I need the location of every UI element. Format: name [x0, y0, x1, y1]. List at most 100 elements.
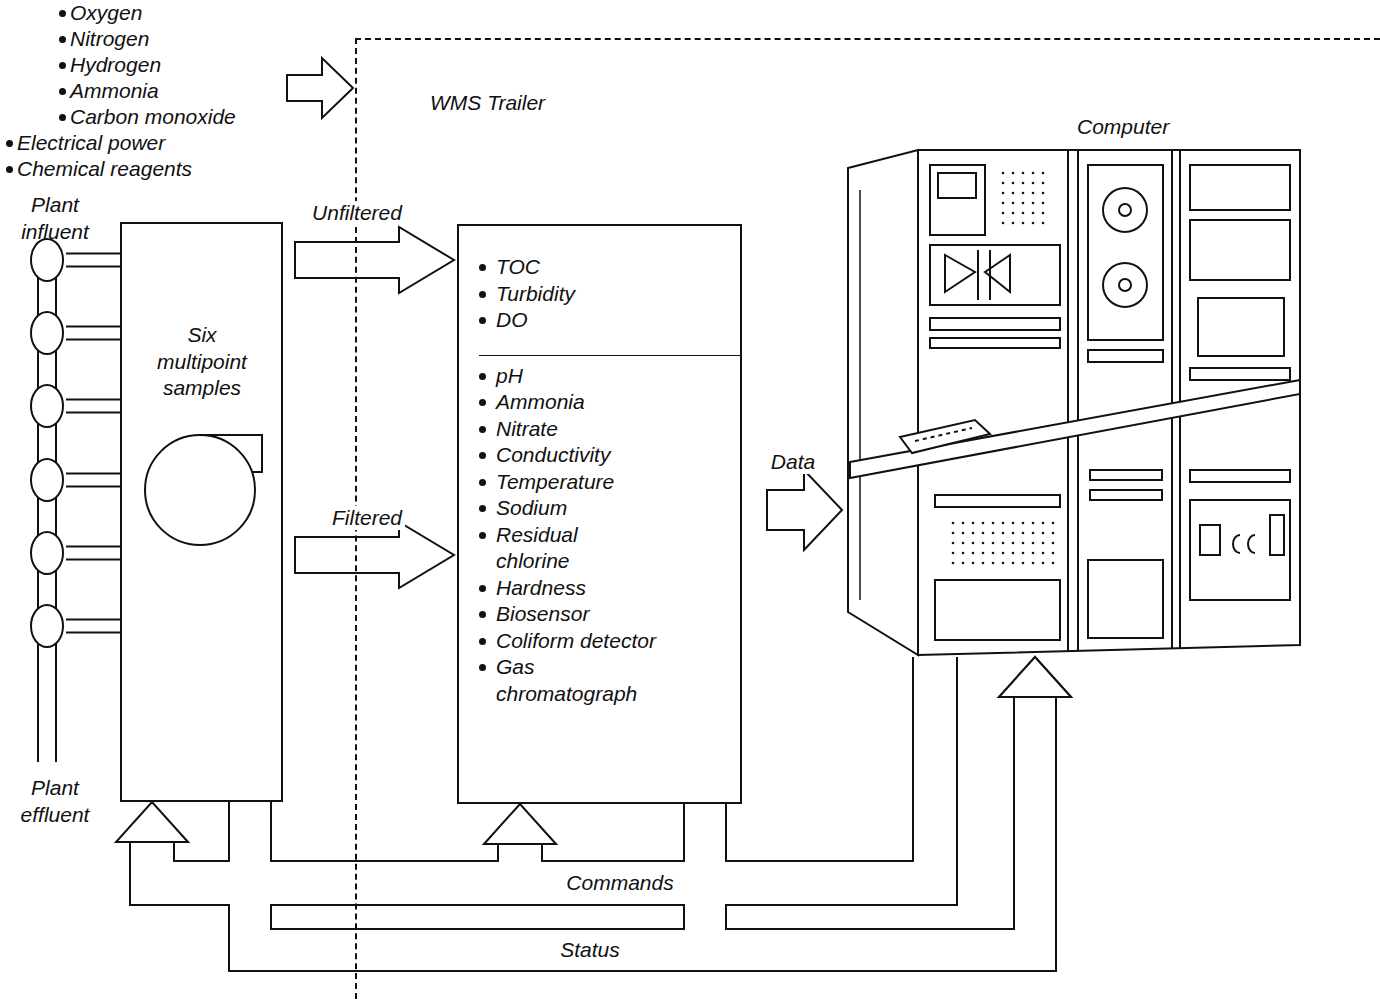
drawing-part [1233, 535, 1255, 553]
drawing-part [995, 170, 1050, 230]
bullet-dot [479, 532, 486, 539]
drawing-part [145, 435, 255, 545]
sampler-box: Six multipoint samples [120, 222, 283, 802]
block-arrow-layer [295, 227, 842, 588]
computer-illustration [848, 150, 1300, 655]
drawing-part [915, 428, 972, 441]
bullet-dot [59, 10, 66, 17]
drawing-part [935, 495, 1060, 507]
bullet-dot [59, 88, 66, 95]
signal-band [66, 253, 120, 268]
arrowhead [484, 804, 556, 844]
bullet-dot [59, 62, 66, 69]
arrowhead [116, 802, 188, 842]
drawing-part [31, 605, 63, 647]
bullet-dot [59, 36, 66, 43]
block-arrow [295, 227, 454, 293]
node-label: Plant influent [5, 192, 105, 245]
drawing-part [1198, 298, 1284, 356]
drawing-part [1088, 560, 1163, 638]
bullet-dot [479, 317, 486, 324]
arrowhead [999, 657, 1071, 697]
measurement-item: Sodium [477, 495, 657, 522]
drawing-part [31, 312, 63, 354]
bullet-dot [6, 140, 13, 147]
drawing-part [859, 190, 861, 600]
pump-symbol [145, 435, 262, 545]
signal-band [66, 399, 120, 414]
node-label: Six multipoint samples [144, 322, 260, 402]
drawing-part [200, 435, 262, 472]
drawing-part [1067, 150, 1069, 652]
bullet-dot [479, 585, 486, 592]
bullet-dot [479, 664, 486, 671]
signal-band [66, 546, 120, 561]
block-arrow [767, 470, 842, 550]
measurement-item: Nitrate [477, 416, 657, 443]
drawing-part [1090, 490, 1162, 500]
drawing-part [850, 380, 1300, 478]
drawing-part [900, 420, 990, 453]
computer: Computer [847, 152, 1302, 657]
drawing-part [31, 239, 63, 281]
signal-band [66, 326, 120, 341]
measurement-item: Turbidity [477, 281, 657, 308]
band-inner-layer [66, 260, 1035, 950]
bullet-dot [479, 373, 486, 380]
drawing-part [1200, 525, 1220, 555]
measurement-item: TOC [477, 254, 657, 281]
drawing-part [938, 173, 976, 198]
drawing-part [1190, 368, 1290, 380]
measurement-item: Residual chlorine [477, 522, 657, 575]
signal-band [705, 696, 1035, 950]
connector-label: Status [557, 938, 623, 962]
signal-band [66, 473, 120, 488]
supply-item: Ammonia [70, 78, 159, 105]
node-label: Plant effluent [5, 775, 105, 828]
bullet-dot [6, 166, 13, 173]
measurement-item: Temperature [477, 469, 657, 496]
drawing-part [989, 250, 991, 300]
drawing-part [930, 338, 1060, 348]
drawing-part [1179, 150, 1181, 648]
drawing-part [848, 150, 918, 655]
bullet-dot [479, 264, 486, 271]
measurement-item: Gas chromatograph [477, 654, 657, 707]
measurement-item: Coliform detector [477, 628, 657, 655]
signal-band-fill [66, 255, 120, 266]
drawing-part [1090, 470, 1162, 480]
signal-band-fill [66, 548, 120, 559]
drawing-part [31, 385, 63, 427]
signal-band [520, 657, 935, 883]
arrowhead [999, 657, 1071, 697]
measurement-item: Hardness [477, 575, 657, 602]
drawing-part [1190, 220, 1290, 280]
signal-band-fill [250, 696, 1035, 950]
drawing-part [1171, 150, 1173, 648]
signal-band [66, 619, 120, 634]
pipe-manifold: Plant influentPlant effluent [28, 248, 66, 762]
drawing-part [31, 459, 63, 501]
bullet-dot [479, 452, 486, 459]
supply-item: Hydrogen [70, 52, 161, 79]
divider-line [479, 355, 742, 356]
bullet-dot [479, 638, 486, 645]
signal-band-fill [66, 475, 120, 486]
pipe [31, 239, 63, 762]
drawing-part [935, 580, 1060, 640]
supply-item: Electrical power [17, 130, 165, 157]
connector-label: Data [768, 450, 818, 474]
bullet-dot [479, 291, 486, 298]
node-label: WMS Trailer [430, 90, 545, 117]
drawing-part [1119, 279, 1131, 291]
connector-label: Commands [563, 871, 676, 895]
drawing-part [1088, 165, 1163, 340]
supply-arrow [287, 58, 353, 118]
bullet-dot [479, 505, 486, 512]
measurement-item: Biosensor [477, 601, 657, 628]
measurement-item: Conductivity [477, 442, 657, 469]
drawing-part [1190, 470, 1290, 482]
